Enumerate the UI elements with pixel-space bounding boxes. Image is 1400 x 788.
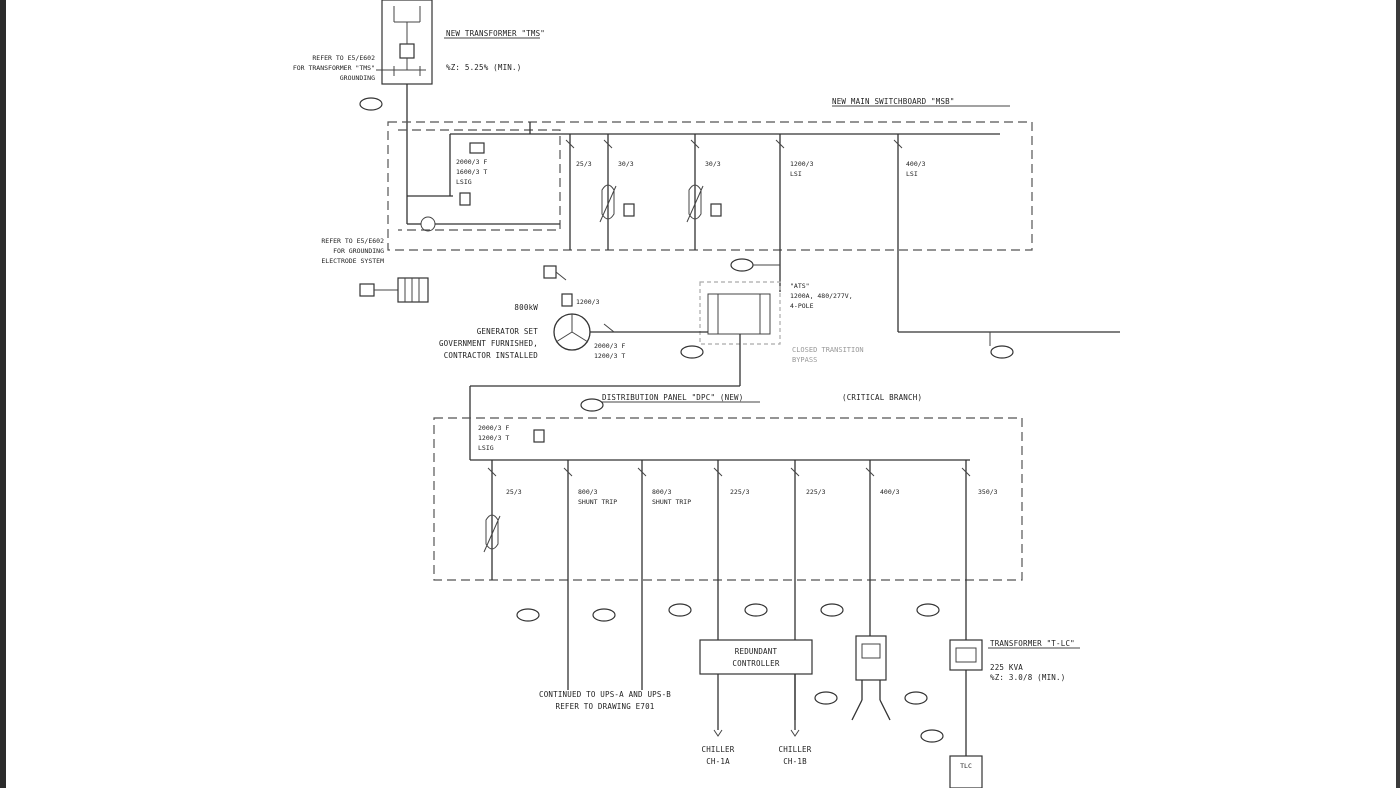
dpc-main-rating-a: 2000/3 F (478, 424, 509, 432)
dpc-feeder-3-rating: 800/3 (652, 488, 672, 496)
dpc-feeder-7-rating: 350/3 (978, 488, 998, 496)
transformer-tlc-impedance: %Z: 3.0/8 (MIN.) (990, 673, 1065, 682)
feeder-tag-oval (904, 691, 928, 705)
ups-note-2: REFER TO DRAWING E701 (555, 702, 654, 711)
dpc-feeder-2-note: SHUNT TRIP (578, 498, 617, 506)
ats-label: "ATS" (790, 282, 810, 290)
ats-switch (707, 293, 771, 335)
chiller-1b-id: CH-1B (783, 757, 807, 766)
msb-title: NEW MAIN SWITCHBOARD "MSB" (832, 97, 955, 106)
msb-feeder-4-note: LSI (790, 170, 802, 178)
ats-bypass-2: BYPASS (792, 356, 817, 364)
chiller-1a-label: CHILLER (701, 745, 734, 754)
msb-feeder-1-rating: 25/3 (576, 160, 592, 168)
refer-building-note-3: ELECTRODE SYSTEM (321, 257, 384, 265)
chiller-1b-label: CHILLER (778, 745, 811, 754)
msb-feeder-5-rating: 400/3 (906, 160, 926, 168)
msb-main-rating-b: 1600/3 T (456, 168, 487, 176)
window-frame-left (0, 0, 6, 788)
refer-grounding-note-3: GROUNDING (340, 74, 375, 82)
tlc-panel (949, 755, 983, 788)
ats-bypass-1: CLOSED TRANSITION (792, 346, 864, 354)
generator-breaker-rating-b: 1200/3 T (594, 352, 625, 360)
generator-rating: 800kW (514, 303, 538, 312)
feeder-tag-oval (359, 97, 383, 111)
generator-note-1: GOVERNMENT FURNISHED, (439, 339, 538, 348)
dpc-critical-branch: (CRITICAL BRANCH) (842, 393, 922, 402)
feeder-tag-oval (680, 345, 704, 359)
dpc-main-rating-c: LSIG (478, 444, 494, 452)
chiller-1a-id: CH-1A (706, 757, 730, 766)
msb-feeder-4-rating: 1200/3 (790, 160, 814, 168)
dpc-feeder-1-rating: 25/3 (506, 488, 522, 496)
dpc-title: DISTRIBUTION PANEL "DPC" (NEW) (602, 393, 743, 402)
feeder-tag-oval (744, 603, 768, 617)
distribution-panel-dpc (433, 417, 1023, 720)
generator-note-2: CONTRACTOR INSTALLED (444, 351, 539, 360)
feeder-tag-oval (668, 603, 692, 617)
msb-feeder-2-rating: 30/3 (618, 160, 634, 168)
transformer-tms-title: NEW TRANSFORMER "TMS" (446, 29, 545, 38)
tlc-panel-label: TLC (960, 762, 972, 770)
main-switchboard-msb (387, 121, 1033, 251)
generator-tag-box (561, 293, 573, 307)
ats-pole: 4-POLE (790, 302, 814, 310)
feeder-tag-oval (730, 258, 754, 272)
refer-grounding-note-2: FOR TRANSFORMER "TMS" (293, 64, 375, 72)
feeder-tag-oval (820, 603, 844, 617)
dpc-feeder-3-note: SHUNT TRIP (652, 498, 691, 506)
dpc-feeder-2-rating: 800/3 (578, 488, 598, 496)
transformer-tms-impedance: %Z: 5.25% (MIN.) (446, 63, 521, 72)
feeder-tag-oval (814, 691, 838, 705)
dpc-feeder-6-rating: 400/3 (880, 488, 900, 496)
msb-main-rating-c: LSIG (456, 178, 472, 186)
generator-battery (397, 277, 429, 303)
dpc-main-rating-b: 1200/3 T (478, 434, 509, 442)
window-frame-right (1396, 0, 1400, 788)
refer-grounding-note-1: REFER TO E5/E602 (312, 54, 375, 62)
feeder-tag-oval (920, 729, 944, 743)
feeder-tag-oval (990, 345, 1014, 359)
msb-main-rating-a: 2000/3 F (456, 158, 487, 166)
redundant-controller-label-2: CONTROLLER (732, 659, 779, 668)
feeder-tag-oval (916, 603, 940, 617)
refer-building-note-2: FOR GROUNDING (333, 247, 384, 255)
transformer-tms (381, 0, 433, 85)
generator-breaker-rating-a: 2000/3 F (594, 342, 625, 350)
ups-note-1: CONTINUED TO UPS-A AND UPS-B (539, 690, 671, 699)
redundant-controller-label-1: REDUNDANT (735, 647, 778, 656)
ats-rating: 1200A, 480/277V, (790, 292, 853, 300)
dpc-feeder-4-rating: 225/3 (730, 488, 750, 496)
feeder-tag-oval (516, 608, 540, 622)
transformer-tlc-kva: 225 KVA (990, 663, 1023, 672)
redundant-controller-box (699, 639, 813, 675)
transformer-tlc-title: TRANSFORMER "T-LC" (990, 639, 1075, 648)
dpc-feeder-5-rating: 225/3 (806, 488, 826, 496)
msb-feeder-3-rating: 30/3 (705, 160, 721, 168)
generator-set-label: GENERATOR SET (477, 327, 539, 336)
generator-tag-box (359, 283, 375, 297)
transformer-tlc (949, 639, 983, 671)
msb-feeder-5-note: LSI (906, 170, 918, 178)
generator-tag-box (543, 265, 557, 279)
feeder-tag-oval (592, 608, 616, 622)
refer-building-note-1: REFER TO E5/E602 (321, 237, 384, 245)
feeder-tag-oval (580, 398, 604, 412)
generator-main-breaker: 1200/3 (576, 298, 600, 306)
